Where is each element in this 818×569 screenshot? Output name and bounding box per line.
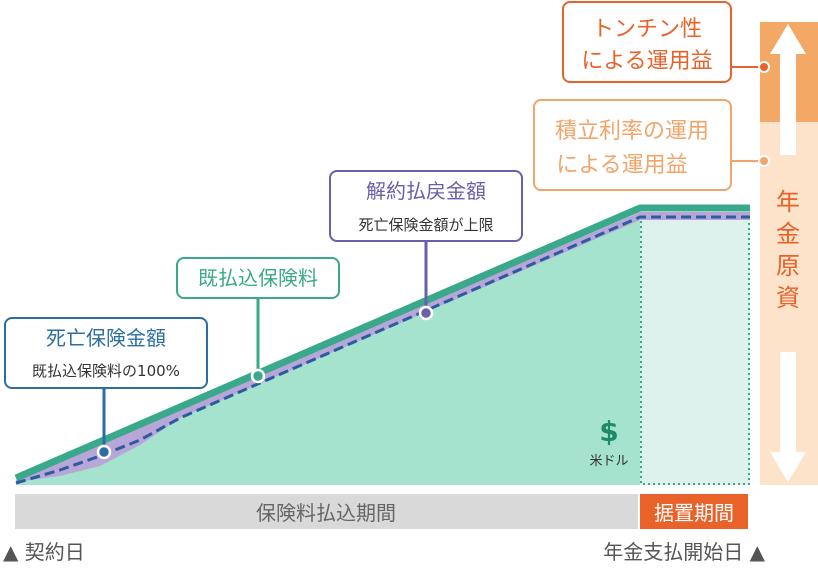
death-dot <box>96 444 112 460</box>
deferment-period-label: 据置期間 <box>654 501 734 525</box>
tontine-dot <box>758 61 770 73</box>
paid-premium-label-box: 既払込保険料 <box>176 257 340 299</box>
surrender-dot <box>418 305 434 321</box>
surrender-band <box>16 212 750 482</box>
pension-start-label: 年金支払開始日 ▲ <box>603 540 765 564</box>
death-label-box: 死亡保険金額 既払込保険料の100% <box>4 317 208 389</box>
surrender-line <box>15 215 750 485</box>
deferment-period-bar <box>640 494 748 529</box>
tontine-label-line1: トンチン性 <box>592 17 702 42</box>
tontine-label-line2: による運用益 <box>581 49 712 74</box>
pension-fund-column: 年 金 原 資 <box>760 22 818 485</box>
accumulation-label-line1: 積立利率の運用 <box>555 119 709 144</box>
usd-dollar-icon: $ <box>599 415 618 448</box>
paid-premium-label: 既払込保険料 <box>198 266 318 290</box>
surrender-subtitle: 死亡保険金額が上限 <box>358 216 493 234</box>
payment-period-label: 保険料払込期間 <box>256 501 396 525</box>
down-arrow-icon <box>770 352 806 482</box>
tontine-label-box: トンチン性 による運用益 <box>562 1 732 83</box>
surrender-title: 解約払戻金額 <box>366 179 486 203</box>
accumulation-label-box: 積立利率の運用 による運用益 <box>533 99 732 191</box>
usd-label: 米ドル <box>589 454 628 469</box>
pension-fund-char-4: 資 <box>776 284 800 312</box>
deferment-dotted-border <box>640 215 750 485</box>
deferment-area <box>640 215 750 485</box>
accumulation-label-line2: による運用益 <box>556 153 687 178</box>
pension-fund-char-2: 金 <box>776 220 800 248</box>
contract-date-label: ▲ 契約日 <box>3 540 85 564</box>
surrender-label-box: 解約払戻金額 死亡保険金額が上限 <box>329 170 523 242</box>
pension-fund-char-1: 年 <box>776 188 800 216</box>
pension-fund-char-3: 原 <box>776 252 800 280</box>
up-arrow-icon <box>770 24 806 155</box>
death-subtitle: 既払込保険料の100% <box>32 362 180 380</box>
death-title: 死亡保険金額 <box>46 326 166 350</box>
accum-dot <box>758 155 770 167</box>
premium-line <box>14 204 750 482</box>
payment-period-bar <box>15 494 638 529</box>
paid-premium-dot <box>250 368 266 384</box>
